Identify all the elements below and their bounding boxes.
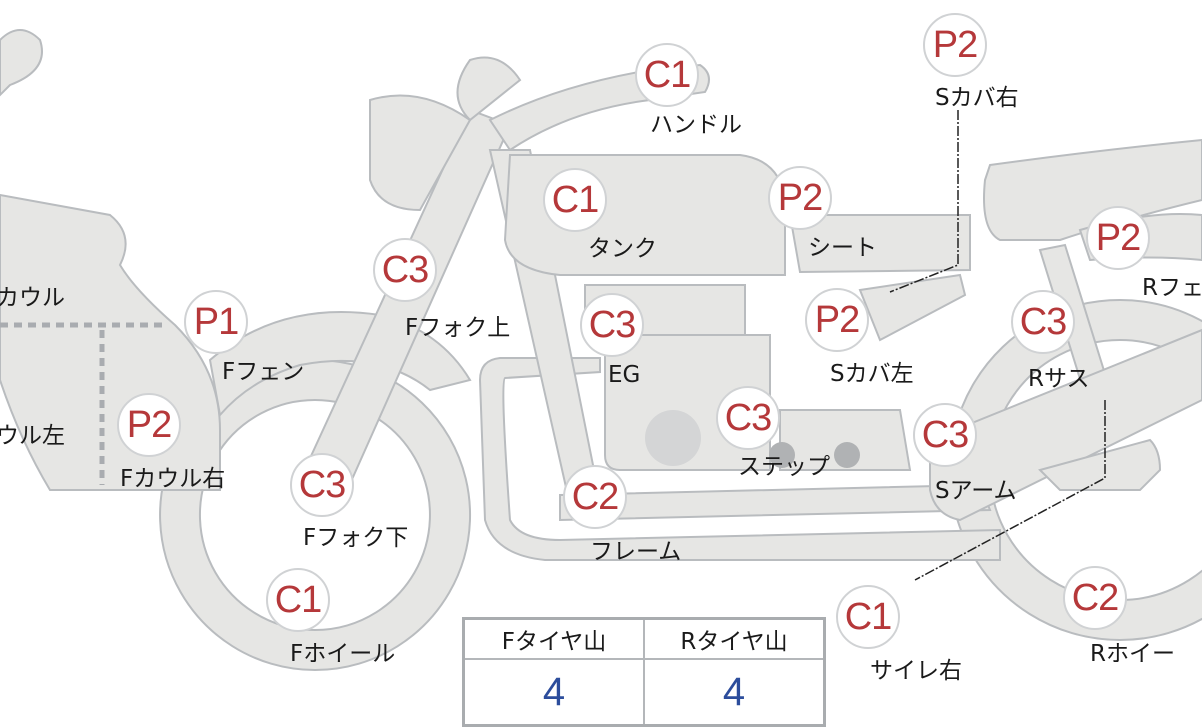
condition-badge: P2 bbox=[768, 166, 832, 230]
frame bbox=[478, 357, 1001, 561]
condition-badge: P2 bbox=[805, 288, 869, 352]
part-label: Sカバ右 bbox=[935, 85, 1019, 111]
rear-cowl bbox=[983, 138, 1202, 241]
part-label: EG bbox=[608, 362, 641, 388]
condition-badge: C1 bbox=[543, 168, 607, 232]
condition-badge: C3 bbox=[913, 403, 977, 467]
frame-lower bbox=[559, 483, 992, 522]
step-peg-1 bbox=[769, 442, 795, 468]
part-label: フレーム bbox=[590, 539, 682, 565]
part-label: Fホイール bbox=[290, 641, 396, 667]
rear-tire-value: 4 bbox=[643, 658, 826, 727]
condition-badge: C1 bbox=[635, 43, 699, 107]
part-label: Sカバ左 bbox=[830, 361, 914, 387]
part-label: Fカウル右 bbox=[120, 466, 226, 492]
part-label: サイレ右 bbox=[870, 658, 962, 684]
side-cover-left bbox=[858, 273, 967, 342]
part-label: Rフェ bbox=[1142, 275, 1202, 301]
part-label: タンク bbox=[588, 236, 657, 262]
condition-badge: P2 bbox=[923, 13, 987, 77]
part-label: Rサス bbox=[1028, 366, 1090, 392]
leader-scover-right bbox=[889, 110, 959, 293]
swing-arm bbox=[929, 328, 1202, 522]
condition-badge: C2 bbox=[1063, 566, 1127, 630]
part-label: Fフォク下 bbox=[303, 525, 409, 551]
part-label: ウル左 bbox=[0, 423, 65, 449]
condition-badge: C3 bbox=[373, 238, 437, 302]
condition-badge: C2 bbox=[563, 465, 627, 529]
part-label: Sアーム bbox=[935, 478, 1017, 504]
condition-badge: C3 bbox=[290, 453, 354, 517]
seat bbox=[788, 214, 971, 274]
part-label: Fフォク上 bbox=[405, 315, 511, 341]
part-label: Fフェン bbox=[222, 359, 305, 385]
part-label: シート bbox=[808, 235, 877, 261]
part-label: ステップ bbox=[738, 454, 830, 480]
windscreen bbox=[0, 29, 43, 97]
condition-badge: C3 bbox=[1011, 290, 1075, 354]
step-peg-2 bbox=[834, 442, 860, 468]
tire-tread-table: Fタイヤ山 Rタイヤ山 4 4 bbox=[462, 617, 826, 727]
muffler bbox=[1038, 438, 1162, 491]
part-label: カウル bbox=[0, 285, 65, 311]
condition-badge: C1 bbox=[836, 585, 900, 649]
engine-cover bbox=[645, 410, 701, 466]
front-tire-header: Fタイヤ山 bbox=[462, 617, 645, 660]
condition-badge: P1 bbox=[184, 290, 248, 354]
rear-tire-header: Rタイヤ山 bbox=[643, 617, 826, 660]
part-label: ハンドル bbox=[650, 112, 742, 138]
leader-silencer bbox=[914, 400, 1106, 581]
condition-badge: P2 bbox=[117, 393, 181, 457]
meter bbox=[369, 94, 472, 212]
condition-badge: C3 bbox=[716, 386, 780, 450]
condition-badge: P2 bbox=[1086, 206, 1150, 270]
front-tire-value: 4 bbox=[462, 658, 645, 727]
condition-badge: C1 bbox=[266, 568, 330, 632]
condition-badge: C3 bbox=[580, 293, 644, 357]
part-label: Rホイー bbox=[1090, 641, 1175, 667]
